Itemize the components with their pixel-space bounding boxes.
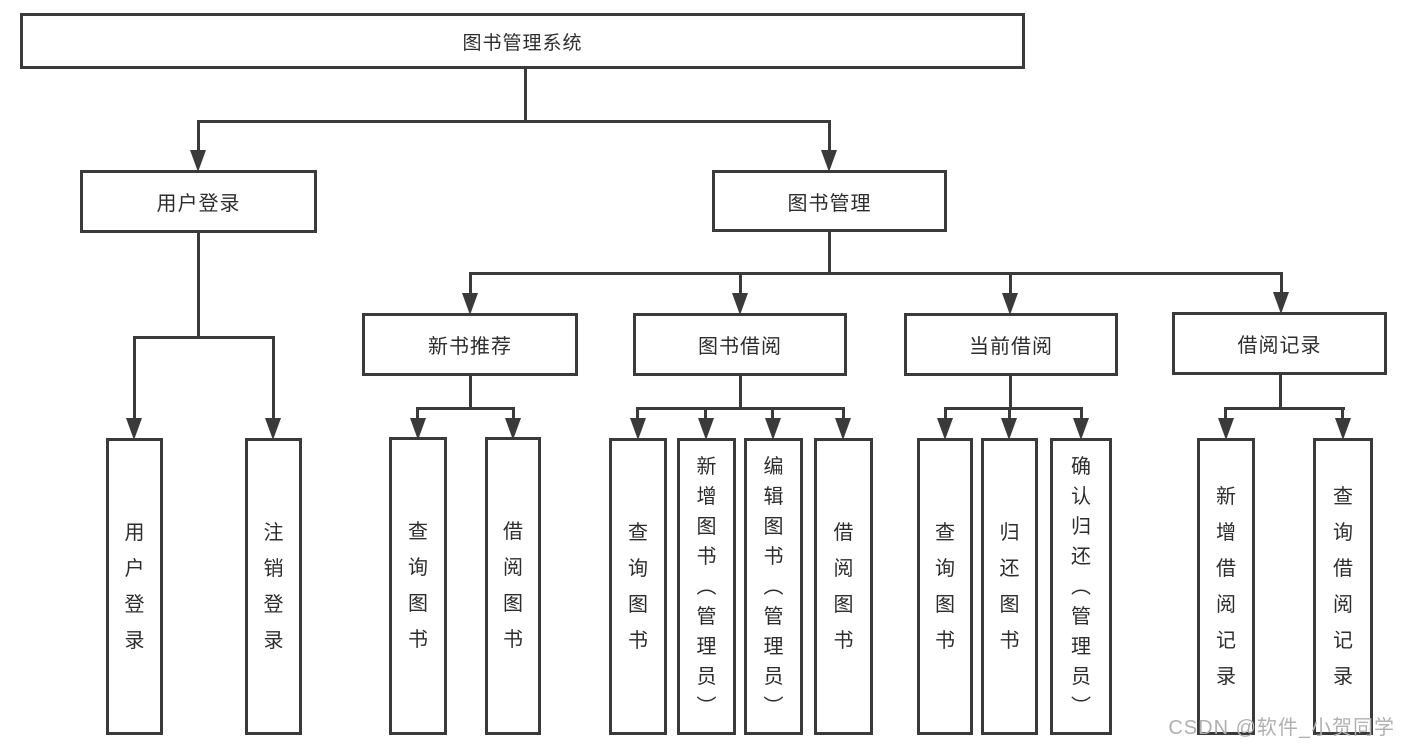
connector-line (828, 232, 831, 274)
arrowhead-down-icon (937, 418, 953, 440)
node-return-books: 归还图书 (981, 438, 1038, 735)
node-query-books-borrow: 查询图书 (609, 438, 667, 735)
node-label-return-books: 归还图书 (999, 521, 1020, 652)
arrowhead-down-icon (462, 293, 478, 315)
arrowhead-down-icon (1218, 418, 1234, 440)
connector-line (416, 407, 419, 421)
connector-line (133, 336, 136, 418)
connector-line (771, 407, 774, 421)
connector-line (469, 272, 472, 296)
connector-line (1279, 375, 1282, 409)
connector-line (1008, 407, 1011, 421)
connector-line (1080, 407, 1083, 421)
node-query-books-recommend: 查询图书 (389, 437, 447, 735)
node-label-query-borrow-record: 查询借阅记录 (1333, 485, 1353, 688)
connector-line (512, 407, 515, 421)
connector-line (524, 68, 527, 123)
arrowhead-down-icon (821, 150, 837, 172)
node-label-query-books-current: 查询图书 (935, 521, 955, 652)
node-edit-books-admin: 编辑图书︵管理员︶ (744, 438, 803, 735)
node-borrow-books-recommend: 借阅图书 (485, 437, 541, 735)
connector-line (636, 407, 845, 410)
connector-line (1280, 272, 1283, 296)
node-label-user-login: 用户登录 (156, 193, 241, 215)
arrowhead-down-icon (190, 150, 206, 172)
node-borrow-books-leaf: 借阅图书 (814, 438, 873, 735)
connector-line (704, 407, 707, 421)
connector-line (197, 120, 831, 123)
connector-line (1224, 407, 1227, 421)
node-label-book-borrow: 图书借阅 (698, 336, 782, 358)
node-query-books-current: 查询图书 (917, 438, 973, 735)
csdn-watermark: CSDN @软件_小贺同学 (1168, 717, 1395, 739)
node-book-management: 图书管理 (712, 170, 947, 232)
arrowhead-down-icon (505, 418, 521, 440)
connector-line (133, 336, 275, 339)
node-new-book-recommend: 新书推荐 (362, 313, 578, 376)
connector-line (739, 376, 742, 409)
node-label-user-login-leaf: 用户登录 (124, 521, 145, 652)
node-logout-leaf: 注销登录 (245, 438, 302, 735)
node-label-add-borrow-record: 新增借阅记录 (1216, 485, 1236, 688)
node-add-books-admin: 新增图书︵管理员︶ (677, 438, 736, 735)
connector-line (828, 120, 831, 152)
node-system-root: 图书管理系统 (20, 13, 1025, 69)
node-label-new-book-recommend: 新书推荐 (428, 336, 512, 358)
connector-line (944, 407, 947, 421)
node-book-borrow: 图书借阅 (633, 313, 847, 376)
node-label-edit-books-admin: 编辑图书︵管理员︶ (763, 455, 784, 718)
arrowhead-down-icon (126, 418, 142, 440)
arrowhead-down-icon (1273, 292, 1289, 314)
node-label-borrow-records: 借阅记录 (1237, 335, 1322, 357)
connector-line (739, 272, 742, 296)
node-label-logout-leaf: 注销登录 (263, 521, 284, 652)
arrowhead-down-icon (1002, 293, 1018, 315)
connector-line (1341, 407, 1344, 421)
arrowhead-down-icon (732, 293, 748, 315)
connector-line (636, 407, 639, 421)
arrowhead-down-icon (410, 418, 426, 440)
connector-line (842, 407, 845, 421)
arrowhead-down-icon (835, 418, 851, 440)
connector-line (197, 120, 200, 152)
connector-line (1224, 407, 1345, 410)
connector-line (469, 272, 1283, 275)
node-label-system-root: 图书管理系统 (462, 32, 583, 54)
connector-line (1009, 376, 1012, 409)
node-label-confirm-return-admin: 确认归还︵管理员︶ (1071, 455, 1091, 718)
node-label-borrow-books-recommend: 借阅图书 (503, 521, 523, 651)
arrowhead-down-icon (1001, 418, 1017, 440)
node-current-borrow: 当前借阅 (904, 313, 1118, 376)
node-label-borrow-books-leaf: 借阅图书 (833, 521, 854, 652)
arrowhead-down-icon (765, 418, 781, 440)
arrowhead-down-icon (265, 418, 281, 440)
connector-line (197, 233, 200, 338)
connector-line (1009, 272, 1012, 296)
connector-line (416, 407, 515, 410)
node-label-book-management: 图书管理 (787, 192, 872, 215)
node-label-query-books-recommend: 查询图书 (408, 521, 428, 651)
node-label-query-books-borrow: 查询图书 (628, 521, 648, 652)
node-query-borrow-record: 查询借阅记录 (1313, 438, 1373, 735)
node-borrow-records: 借阅记录 (1172, 312, 1387, 375)
node-user-login-leaf: 用户登录 (106, 438, 163, 735)
arrowhead-down-icon (1073, 418, 1089, 440)
arrowhead-down-icon (1335, 418, 1351, 440)
connector-line (272, 336, 275, 418)
arrowhead-down-icon (630, 418, 646, 440)
connector-line (944, 407, 1083, 410)
node-confirm-return-admin: 确认归还︵管理员︶ (1050, 438, 1112, 735)
node-add-borrow-record: 新增借阅记录 (1197, 438, 1255, 735)
node-user-login: 用户登录 (80, 170, 317, 233)
arrowhead-down-icon (698, 418, 714, 440)
node-label-current-borrow: 当前借阅 (969, 336, 1053, 358)
connector-line (469, 376, 472, 409)
node-label-add-books-admin: 新增图书︵管理员︶ (696, 455, 717, 718)
